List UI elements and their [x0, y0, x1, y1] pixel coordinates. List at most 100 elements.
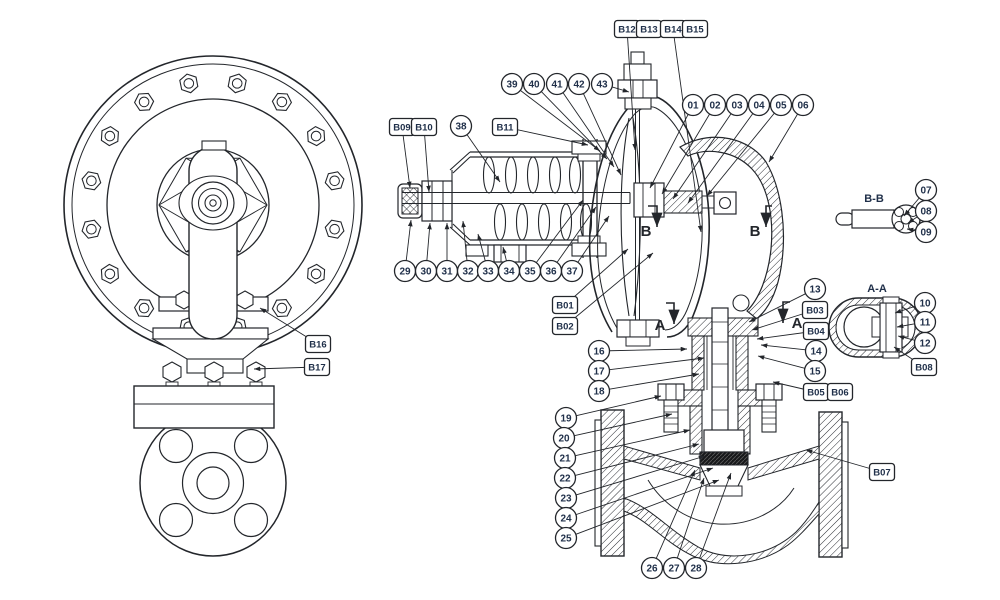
cut-arrow: [648, 205, 663, 227]
balloon-40: 40: [522, 72, 546, 96]
flange-bolt: [271, 299, 293, 318]
balloon-circle: [769, 93, 793, 117]
leader-line: [896, 323, 915, 329]
gland-bolt-left-threads: [664, 405, 678, 425]
spring-coil: [526, 156, 540, 194]
flange-bolt: [307, 125, 326, 147]
leader-line: [609, 346, 688, 352]
leader-line: [576, 395, 662, 417]
ref-box-B04: B04: [802, 321, 830, 341]
housing-foot: [465, 244, 489, 257]
balloon-circle: [791, 93, 815, 117]
ref-box-B12: B12: [613, 19, 641, 39]
ref-box-label: B01: [556, 301, 574, 312]
flange-hole-3: [158, 502, 194, 538]
flange-bolt-hole: [329, 223, 340, 235]
balloon-34: 34: [497, 259, 521, 283]
actuator-front-view: [63, 55, 363, 557]
balloon-label: 24: [560, 514, 572, 525]
section-a-a-view: [828, 296, 923, 359]
flange-bolt: [100, 125, 119, 147]
balloon-label: 25: [560, 534, 572, 545]
balloon-24: 24: [554, 506, 578, 530]
dome-bottom-nut-facets: [629, 320, 647, 337]
balloon-15: 15: [803, 359, 827, 383]
ref-box-rect: [304, 334, 332, 354]
balloon-label: 38: [455, 122, 467, 133]
leader-line: [461, 220, 468, 261]
balloon-label: 39: [506, 80, 518, 91]
ref-box-B11: B11: [491, 117, 519, 137]
balloon-label: 19: [560, 414, 572, 425]
flange-bolt-hole: [104, 268, 116, 280]
flange-bolt-hole: [138, 96, 150, 108]
spring-coil: [559, 203, 573, 241]
balloon-circle: [560, 259, 584, 283]
ref-box-B13: B13: [635, 19, 663, 39]
leader-line: [626, 28, 637, 151]
leader-line: [577, 215, 610, 263]
balloon-label: 06: [797, 101, 809, 112]
leader-line: [423, 126, 431, 193]
balloon-20: 20: [552, 426, 576, 450]
balloon-label: 02: [709, 101, 721, 112]
ref-box-B07: B07: [868, 462, 896, 482]
balloon-26: 26: [640, 556, 664, 580]
leader-line: [575, 479, 720, 535]
balloon-29: 29: [393, 259, 417, 283]
leader-line: [405, 219, 413, 261]
ref-box-rect: [551, 295, 579, 315]
end-flange-raised-face: [181, 451, 245, 515]
ref-box-label: B17: [308, 363, 325, 374]
leader-line: [582, 93, 622, 176]
ref-box-label: B07: [873, 468, 890, 479]
ref-box-B02: B02: [551, 316, 579, 336]
balloon-circle: [500, 72, 524, 96]
leader-line: [562, 92, 615, 168]
balloon-circle: [449, 114, 473, 138]
section-b-b-view: [835, 204, 928, 234]
leader-line: [564, 248, 629, 306]
yoke-cap: [201, 140, 227, 151]
adjuster-bearing: [401, 187, 419, 215]
flange-hole-1: [158, 428, 194, 464]
leader-line: [535, 199, 584, 263]
ref-box-label: B13: [640, 25, 657, 36]
body-flange-block: [133, 385, 275, 429]
boss-ring-1: [191, 181, 235, 225]
leader-line: [768, 113, 799, 163]
gland-bolt-right-stud: [761, 399, 777, 433]
cut-arrow: [760, 205, 772, 227]
ref-box-B10: B10: [410, 117, 438, 137]
spring-coil: [493, 203, 507, 241]
balloon-19: 19: [554, 406, 578, 430]
gland-bolt-right-threads: [762, 405, 776, 425]
housing-shell: [470, 151, 583, 246]
balloon-label: 34: [503, 267, 515, 278]
ref-box-B01: B01: [551, 295, 579, 315]
balloon-31: 31: [435, 259, 459, 283]
flange-hole-2: [233, 428, 269, 464]
bb-rod-tip: [835, 212, 855, 226]
flange-bolt: [324, 219, 345, 239]
balloon-41: 41: [545, 72, 569, 96]
balloon-37: 37: [560, 259, 584, 283]
diaphragm-hub: [633, 182, 665, 218]
leader-line: [574, 413, 673, 437]
ref-box-B06: B06: [826, 382, 854, 402]
flange-bolt: [271, 92, 293, 111]
ref-box-label: B06: [831, 388, 848, 399]
balloon-label: 42: [573, 80, 585, 91]
balloon-circle: [747, 93, 771, 117]
vent-upper-block: [623, 63, 652, 81]
balloon-28: 28: [684, 556, 708, 580]
drain-port: [493, 244, 527, 263]
leader-line: [903, 197, 920, 217]
flange-bolt: [227, 73, 247, 94]
vent-locknut: [624, 97, 652, 110]
leader-line: [575, 467, 714, 516]
flange-bolt: [324, 171, 345, 191]
